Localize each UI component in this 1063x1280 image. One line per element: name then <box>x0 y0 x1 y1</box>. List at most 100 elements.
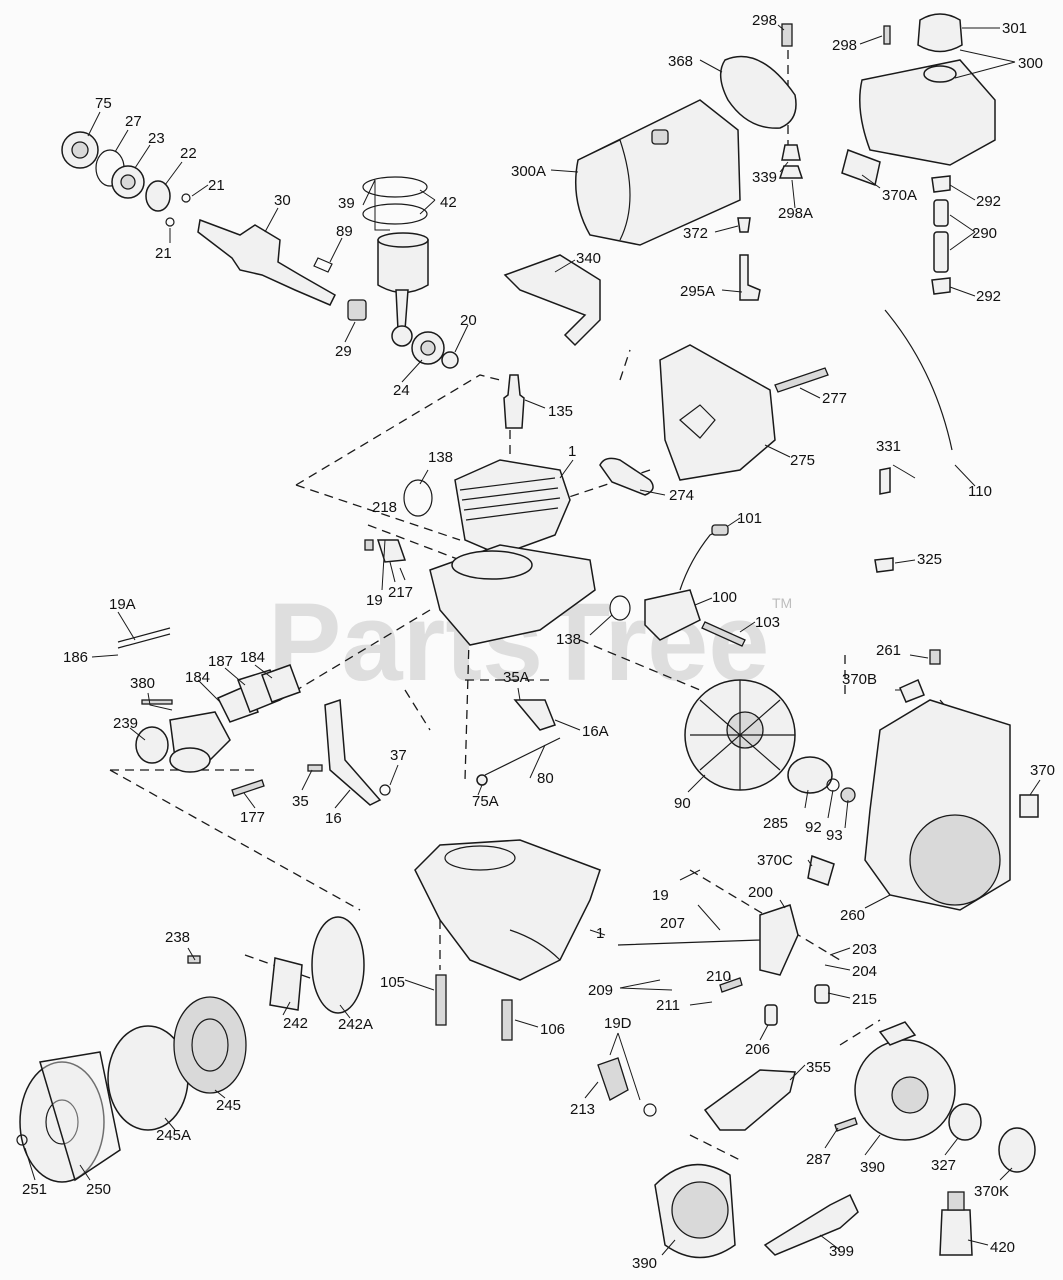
callout-211: 211 <box>656 997 680 1014</box>
air-filter-cover-250 <box>19 1061 105 1183</box>
callout-242a: 242A <box>338 1016 373 1033</box>
callout-110: 110 <box>968 483 992 500</box>
callout-106: 106 <box>540 1021 565 1038</box>
starter-handle-355 <box>703 1069 796 1131</box>
grommet-339 <box>781 144 801 161</box>
callout-75: 75 <box>95 95 112 112</box>
fuel-line-290b <box>933 231 949 273</box>
callout-217: 217 <box>388 584 413 601</box>
crankshaft-group <box>61 131 367 321</box>
watermark-trademark: TM <box>772 595 792 611</box>
callout-184-right: 184 <box>240 649 265 666</box>
screw-298b <box>883 25 891 45</box>
callout-290: 290 <box>972 225 997 242</box>
wire-380 <box>141 699 173 705</box>
callout-1-bottom: 1 <box>596 925 604 942</box>
callout-339: 339 <box>752 169 777 186</box>
leader-lines <box>24 24 1041 1256</box>
callout-203: 203 <box>852 941 877 958</box>
callout-372: 372 <box>683 225 708 242</box>
callout-298-tank: 298 <box>752 12 777 29</box>
callout-186: 186 <box>63 649 88 666</box>
screw-261 <box>929 649 941 665</box>
gasket-239 <box>135 726 169 764</box>
callout-390-bottom: 390 <box>632 1255 657 1272</box>
air-filter-group <box>16 916 365 1183</box>
callout-370a: 370A <box>882 187 917 204</box>
screw-106 <box>501 999 513 1041</box>
callout-16: 16 <box>325 810 342 827</box>
callout-27: 27 <box>125 113 142 130</box>
crankshaft-30 <box>197 218 336 306</box>
callout-370k: 370K <box>974 1183 1009 1200</box>
callout-210: 210 <box>706 968 731 985</box>
callout-325: 325 <box>917 551 942 568</box>
rod-80 <box>484 737 561 776</box>
governor-shaft-16a <box>513 699 556 731</box>
callout-275: 275 <box>790 452 815 469</box>
bracket-340 <box>503 254 601 347</box>
callout-239: 239 <box>113 715 138 732</box>
callout-75a: 75A <box>472 793 499 810</box>
callout-93: 93 <box>826 827 843 844</box>
bolt-277 <box>774 367 829 393</box>
piston-ring-bottom <box>362 203 428 225</box>
clamp-292 <box>931 175 951 193</box>
grommet-206 <box>764 1004 778 1026</box>
fuel-line-110 <box>884 309 953 451</box>
callout-277: 277 <box>822 390 847 407</box>
fuel-tank-300a <box>503 23 804 347</box>
piston-ring-top <box>362 176 428 198</box>
screw-35 <box>307 764 323 772</box>
callout-327: 327 <box>931 1157 956 1174</box>
stop-switch-group <box>597 904 830 1117</box>
callout-295a: 295A <box>680 283 715 300</box>
callout-1-top: 1 <box>568 443 576 460</box>
oil-bottle-420 <box>939 1209 973 1256</box>
callout-206: 206 <box>745 1041 770 1058</box>
callout-200: 200 <box>748 884 773 901</box>
ignition-module-100 <box>644 589 701 641</box>
air-filter-base-242a <box>311 916 365 1014</box>
bracket-217 <box>376 539 407 563</box>
filter-element-245 <box>173 996 247 1094</box>
screw-287 <box>834 1117 858 1132</box>
callout-370b: 370B <box>842 671 877 688</box>
decal-327 <box>948 1103 982 1141</box>
callout-420: 420 <box>990 1239 1015 1256</box>
callout-242: 242 <box>283 1015 308 1032</box>
callout-368: 368 <box>668 53 693 70</box>
callout-300: 300 <box>1018 55 1043 72</box>
spring-210 <box>719 977 743 993</box>
callout-19a: 19A <box>109 596 136 613</box>
callout-19d: 19D <box>604 1015 632 1032</box>
callout-261: 261 <box>876 642 901 659</box>
screw-105 <box>435 974 447 1026</box>
callout-100: 100 <box>712 589 737 606</box>
spring-215 <box>814 984 830 1004</box>
piston-39 <box>377 239 429 294</box>
callout-207: 207 <box>660 915 685 932</box>
key-89 <box>313 257 333 273</box>
callout-331: 331 <box>876 438 901 455</box>
callout-35: 35 <box>292 793 309 810</box>
callout-250: 250 <box>86 1181 111 1198</box>
crankcase-lower <box>414 839 601 1041</box>
callout-80: 80 <box>537 770 554 787</box>
callout-292-bottom: 292 <box>976 288 1001 305</box>
tank-strap-368 <box>719 55 797 129</box>
callout-138-top: 138 <box>428 449 453 466</box>
fitting-295a <box>739 254 761 301</box>
callout-292-top: 292 <box>976 193 1001 210</box>
screw-103 <box>701 621 746 647</box>
screw-177 <box>231 779 265 797</box>
callout-22: 22 <box>180 145 197 162</box>
callout-245a: 245A <box>156 1127 191 1144</box>
nut-93 <box>840 787 856 803</box>
nut-37 <box>379 784 391 796</box>
decal-370 <box>1019 794 1039 818</box>
spark-plug-wire-101 <box>711 524 729 536</box>
ball-21 <box>181 193 191 203</box>
callout-370c: 370C <box>757 852 793 869</box>
